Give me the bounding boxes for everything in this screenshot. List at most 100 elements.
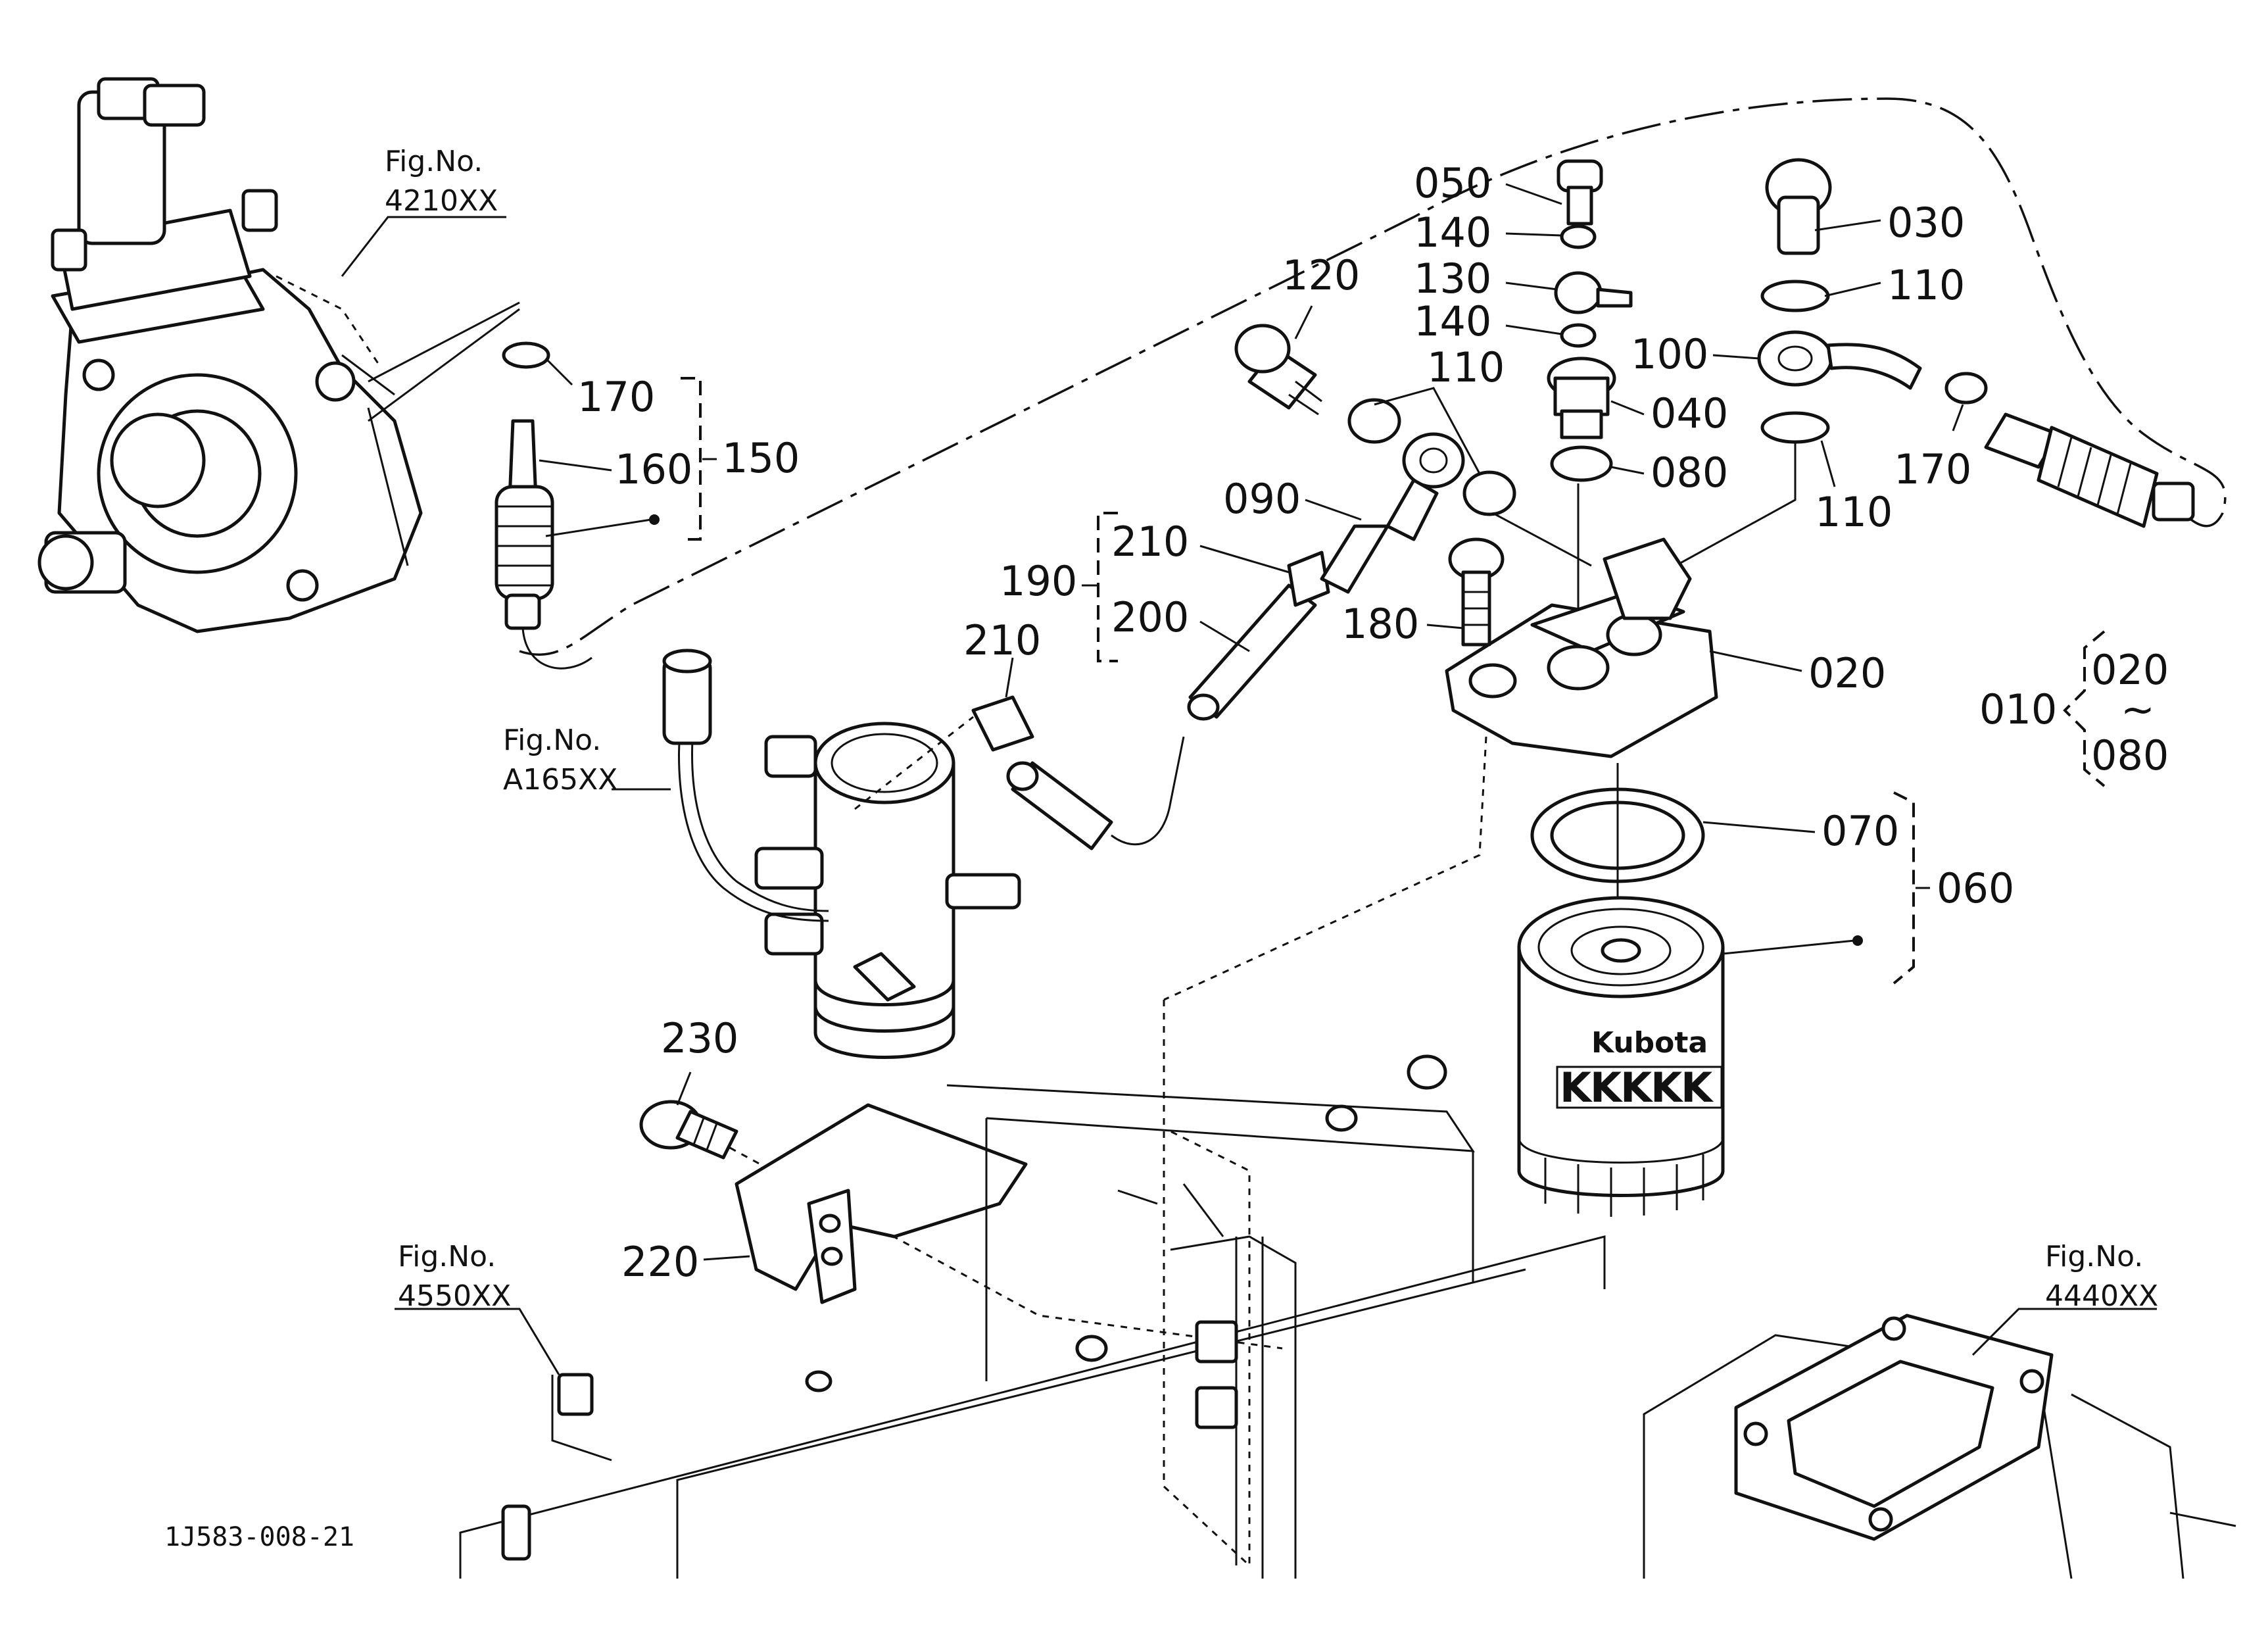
label-230: 230 <box>661 1014 738 1062</box>
bracket-220 <box>735 1103 1028 1304</box>
leader-180 <box>1426 624 1464 629</box>
fuel-hose-lower <box>971 695 1185 850</box>
label-170-right: 170 <box>1894 445 1971 493</box>
leader-070 <box>1702 821 1816 833</box>
fig-ref-4440-code: 4440XX <box>2045 1279 2158 1313</box>
washer-110-right-a <box>1760 280 1830 312</box>
frame-chassis <box>459 736 1606 1579</box>
pump-line <box>368 301 520 383</box>
fig-ref-a165-code: A165XX <box>503 763 617 797</box>
range-tilde: ~ <box>2121 685 2155 733</box>
leader-020 <box>1709 650 1802 672</box>
leader-110-right-b <box>1820 440 1836 487</box>
fig-4210-leader <box>341 216 506 277</box>
label-220: 220 <box>621 1238 699 1286</box>
label-050: 050 <box>1414 159 1491 207</box>
leader-130 <box>1505 282 1558 291</box>
washer-110-left-b <box>1462 470 1516 516</box>
filter-mark: KKKKK <box>1560 1064 1714 1112</box>
label-190: 190 <box>1000 557 1077 605</box>
label-130: 130 <box>1414 255 1491 303</box>
electric-fuel-pump <box>662 649 1021 1059</box>
bracket-190 <box>1097 512 1118 662</box>
fig-ref-4210-code: 4210XX <box>385 184 498 218</box>
filter-head-020 <box>1445 537 1718 758</box>
bolt-180 <box>1448 537 1505 647</box>
line-090-to-head <box>1492 512 1592 567</box>
label-200: 200 <box>1111 593 1189 641</box>
banjo-bolt-030 <box>1765 158 1832 255</box>
transmission-housing <box>1643 1314 2236 1579</box>
leader-110-left <box>1374 387 1481 474</box>
washer-140-lower <box>1560 323 1597 348</box>
leader-210-upper <box>1199 545 1290 574</box>
bracket-150 <box>681 377 702 541</box>
leader-140-upper <box>1505 232 1562 237</box>
label-110-left: 110 <box>1427 343 1505 391</box>
fig-ref-4550-prefix: Fig.No. <box>398 1240 496 1273</box>
o-ring-080 <box>1550 445 1613 482</box>
label-060: 060 <box>1937 864 2014 912</box>
label-170-left: 170 <box>577 373 655 421</box>
injection-pump <box>37 77 423 633</box>
leader-100 <box>1712 354 1760 360</box>
bracket-060 <box>1893 791 1915 985</box>
label-070: 070 <box>1822 807 1899 855</box>
leader-210-lower <box>1005 657 1014 698</box>
label-080: 080 <box>1651 449 1728 497</box>
bolt-230 <box>639 1100 738 1160</box>
return-hose-assembly <box>495 341 592 670</box>
label-210-lower: 210 <box>963 616 1041 664</box>
label-020: 020 <box>1808 649 1886 697</box>
banjo-bolt-120 <box>1234 324 1322 416</box>
leader-050 <box>1505 183 1562 205</box>
range-start: 020 <box>2091 646 2169 694</box>
fuel-filter-cartridge: Kubota KKKKK <box>1517 896 1725 1217</box>
fig-4440-leader <box>1971 1308 2157 1356</box>
fuel-pipe-090 <box>1320 432 1465 594</box>
fig-ref-4440-prefix: Fig.No. <box>2045 1240 2143 1273</box>
label-210-upper: 210 <box>1111 518 1189 566</box>
filter-brand: Kubota <box>1591 1026 1708 1060</box>
fig-ref-4210-prefix: Fig.No. <box>385 145 483 178</box>
leader-160 <box>539 459 612 472</box>
leader-090 <box>1305 499 1362 521</box>
label-110-right-upper: 110 <box>1887 261 1965 309</box>
leader-170a <box>544 357 573 386</box>
fig-ref-a165-prefix: Fig.No. <box>503 724 601 757</box>
label-160: 160 <box>615 445 692 493</box>
label-030: 030 <box>1887 199 1965 247</box>
pump-line-2 <box>368 308 520 422</box>
leader-dot-060 <box>1852 935 1863 946</box>
fuel-hose-200 <box>1187 551 1330 721</box>
leader-dot-150 <box>649 514 660 525</box>
label-120: 120 <box>1282 251 1360 299</box>
leader-160b <box>545 518 652 537</box>
fuel-line-routing <box>519 97 2227 656</box>
leader-200 <box>1199 620 1250 652</box>
fuel-pipe-100 <box>1757 330 1922 390</box>
leader-030 <box>1814 219 1881 232</box>
label-180: 180 <box>1341 600 1419 648</box>
leader-040 <box>1610 400 1645 416</box>
return-hose-right <box>1944 372 2195 528</box>
label-150: 150 <box>722 434 800 482</box>
label-040: 040 <box>1651 389 1728 437</box>
label-110-right-lower: 110 <box>1815 488 1893 536</box>
bleeder-screw-050 <box>1556 159 1603 226</box>
leader-170-right <box>1952 404 1964 431</box>
label-100: 100 <box>1631 330 1708 378</box>
bracket-010 <box>2063 630 2106 787</box>
fig-4550-leader <box>395 1308 560 1375</box>
washer-140-upper <box>1560 224 1597 249</box>
label-140-lower: 140 <box>1414 297 1491 345</box>
drawing-code: 1J583-008-21 <box>164 1522 354 1552</box>
leader-230 <box>676 1071 692 1106</box>
leader-060 <box>1722 939 1855 955</box>
leader-220 <box>703 1255 750 1261</box>
washer-110-right-b <box>1760 411 1830 444</box>
joint-130 <box>1554 271 1633 314</box>
leader-080 <box>1610 466 1645 475</box>
line-110-to-head <box>1663 442 1797 574</box>
